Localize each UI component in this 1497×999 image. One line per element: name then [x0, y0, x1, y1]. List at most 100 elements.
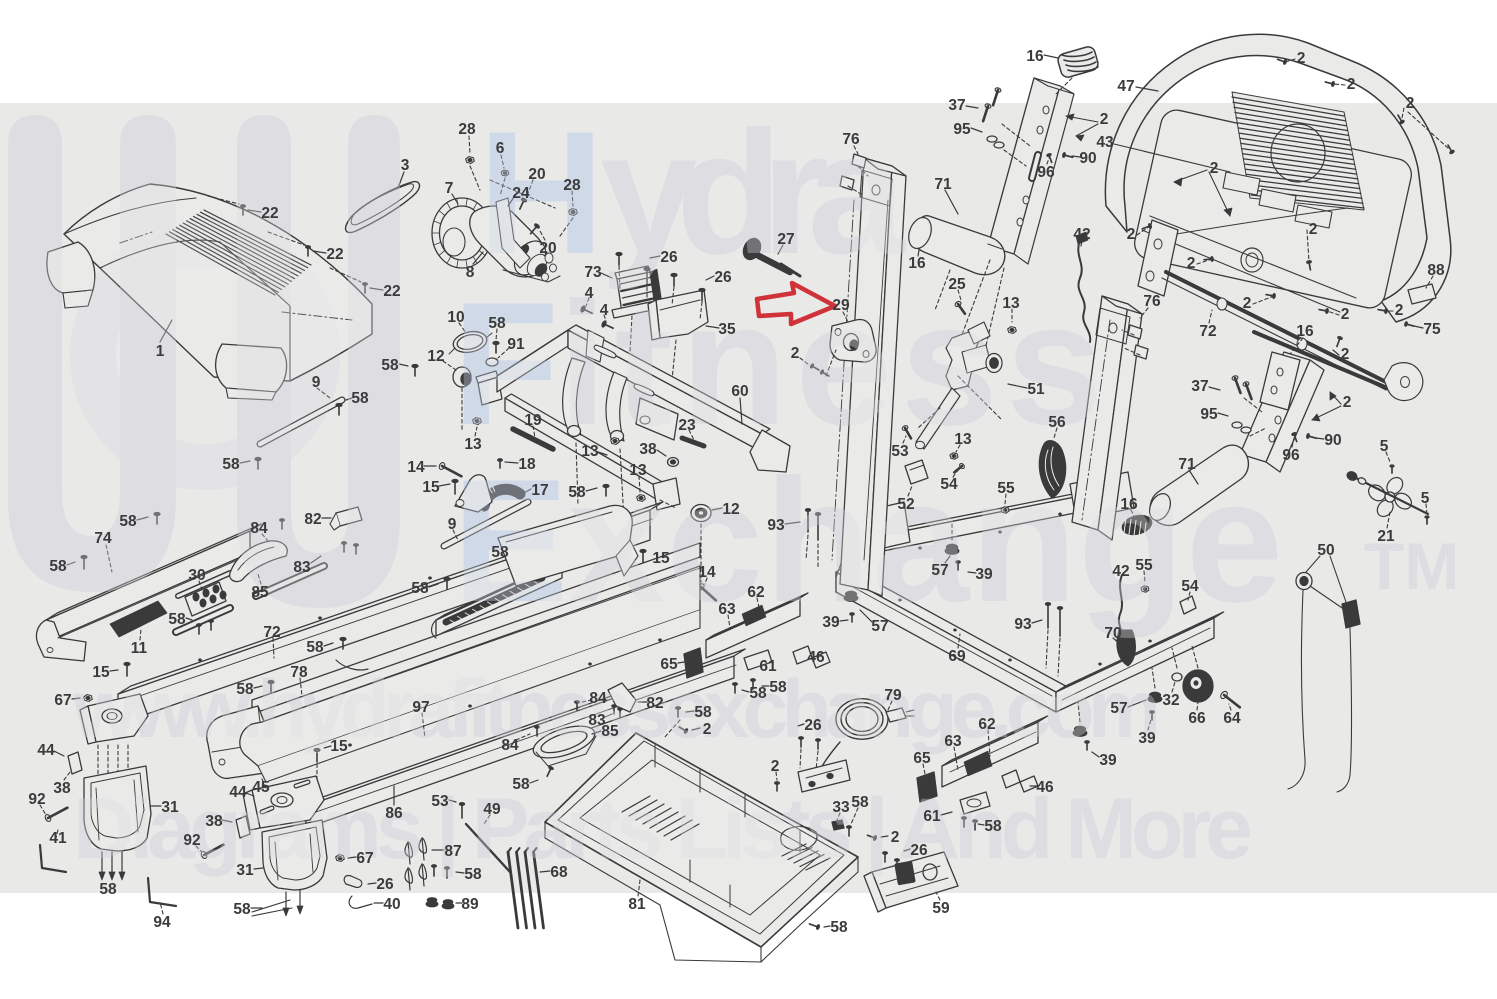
- svg-text:16: 16: [1026, 48, 1044, 65]
- svg-text:15: 15: [652, 550, 670, 567]
- svg-text:92: 92: [183, 832, 200, 849]
- svg-text:5: 5: [1380, 438, 1389, 455]
- svg-text:58: 58: [351, 390, 369, 407]
- svg-text:TM: TM: [1364, 529, 1459, 603]
- svg-text:68: 68: [550, 864, 568, 881]
- svg-text:63: 63: [718, 601, 736, 618]
- svg-text:2: 2: [1127, 226, 1136, 243]
- svg-text:16: 16: [1120, 496, 1138, 513]
- svg-text:58: 58: [306, 639, 324, 656]
- svg-text:9: 9: [312, 374, 321, 391]
- svg-text:31: 31: [161, 799, 179, 816]
- svg-text:94: 94: [153, 914, 171, 931]
- svg-text:33: 33: [832, 799, 850, 816]
- svg-text:58: 58: [984, 818, 1002, 835]
- svg-text:13: 13: [1002, 295, 1020, 312]
- svg-text:7: 7: [445, 180, 454, 197]
- svg-text:11: 11: [131, 640, 148, 657]
- svg-text:61: 61: [759, 658, 777, 675]
- svg-text:ydra: ydra: [600, 96, 907, 291]
- svg-text:2: 2: [1309, 221, 1318, 238]
- svg-text:76: 76: [842, 131, 860, 148]
- svg-text:14: 14: [407, 459, 425, 476]
- svg-text:19: 19: [524, 412, 542, 429]
- svg-text:26: 26: [804, 717, 822, 734]
- svg-text:83: 83: [588, 712, 606, 729]
- svg-text:25: 25: [948, 276, 966, 293]
- svg-text:58: 58: [851, 794, 869, 811]
- svg-text:55: 55: [997, 480, 1015, 497]
- svg-text:58: 58: [769, 679, 787, 696]
- svg-text:12: 12: [722, 501, 739, 518]
- svg-text:39: 39: [1099, 752, 1117, 769]
- svg-text:F: F: [452, 267, 559, 462]
- svg-text:14: 14: [698, 564, 716, 581]
- svg-text:74: 74: [94, 530, 112, 547]
- svg-text:32: 32: [1162, 692, 1179, 709]
- svg-text:15: 15: [92, 664, 110, 681]
- svg-text:88: 88: [1427, 262, 1445, 279]
- svg-text:87: 87: [444, 843, 461, 860]
- svg-text:69: 69: [948, 648, 966, 665]
- svg-text:2: 2: [1341, 306, 1350, 323]
- svg-text:38: 38: [53, 780, 71, 797]
- svg-text:58: 58: [488, 315, 506, 332]
- svg-text:76: 76: [1143, 293, 1161, 310]
- svg-text:38: 38: [639, 441, 657, 458]
- svg-text:9: 9: [448, 516, 457, 533]
- svg-text:2: 2: [891, 829, 900, 846]
- svg-text:84: 84: [589, 690, 607, 707]
- svg-text:58: 58: [464, 866, 482, 883]
- svg-text:58: 58: [512, 776, 530, 793]
- svg-text:58: 58: [830, 919, 848, 936]
- svg-text:53: 53: [891, 443, 909, 460]
- svg-text:58: 58: [749, 685, 767, 702]
- svg-text:58: 58: [236, 681, 254, 698]
- svg-text:2: 2: [1100, 111, 1109, 128]
- svg-text:30: 30: [188, 567, 205, 584]
- svg-text:67: 67: [356, 850, 373, 867]
- svg-text:13: 13: [629, 462, 647, 479]
- svg-text:58: 58: [411, 580, 429, 597]
- svg-text:73: 73: [584, 264, 602, 281]
- svg-text:57: 57: [871, 618, 888, 635]
- svg-text:28: 28: [458, 121, 476, 138]
- svg-text:79: 79: [884, 687, 902, 704]
- svg-text:42: 42: [1073, 226, 1090, 243]
- svg-text:15: 15: [330, 738, 348, 755]
- svg-text:13: 13: [954, 431, 972, 448]
- svg-text:61: 61: [923, 808, 941, 825]
- svg-text:13: 13: [581, 443, 599, 460]
- svg-text:58: 58: [119, 513, 137, 530]
- svg-text:62: 62: [978, 716, 995, 733]
- svg-text:58: 58: [233, 901, 251, 918]
- svg-text:2: 2: [1187, 255, 1196, 272]
- svg-text:57: 57: [931, 562, 948, 579]
- svg-text:27: 27: [777, 231, 794, 248]
- svg-text:57: 57: [1110, 700, 1127, 717]
- svg-text:2: 2: [1343, 394, 1352, 411]
- svg-text:4: 4: [585, 285, 594, 302]
- svg-text:16: 16: [908, 255, 926, 272]
- svg-text:22: 22: [326, 246, 343, 263]
- svg-text:40: 40: [383, 896, 400, 913]
- svg-text:3: 3: [401, 157, 410, 174]
- svg-text:53: 53: [431, 793, 449, 810]
- svg-text:59: 59: [932, 900, 950, 917]
- svg-text:10: 10: [447, 309, 464, 326]
- svg-text:31: 31: [236, 862, 254, 879]
- svg-text:23: 23: [678, 417, 696, 434]
- svg-text:2: 2: [1395, 302, 1404, 319]
- svg-text:96: 96: [1282, 447, 1300, 464]
- svg-text:58: 58: [568, 484, 586, 501]
- svg-text:90: 90: [1079, 150, 1096, 167]
- svg-text:43: 43: [1096, 134, 1114, 151]
- svg-text:54: 54: [1181, 578, 1199, 595]
- svg-text:TM: TM: [1364, 529, 1459, 603]
- svg-text:49: 49: [483, 801, 501, 818]
- svg-text:54: 54: [940, 476, 958, 493]
- svg-text:8: 8: [466, 264, 475, 281]
- svg-text:65: 65: [660, 656, 678, 673]
- svg-text:83: 83: [293, 559, 311, 576]
- svg-text:Diagrams | Parts Lists | And M: Diagrams | Parts Lists | And More: [73, 781, 1253, 877]
